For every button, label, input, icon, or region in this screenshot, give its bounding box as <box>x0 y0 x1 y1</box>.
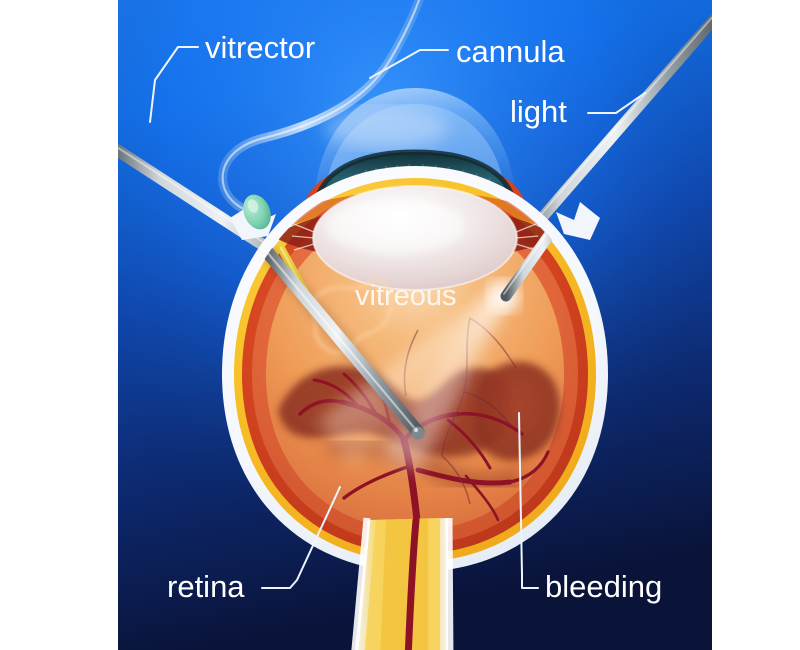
label-retina: retina <box>167 569 245 604</box>
label-vitreous: vitreous <box>355 280 457 312</box>
leader-light <box>587 92 646 114</box>
eye-diagram-artboard: vitrector cannula light vitreous retina … <box>118 0 712 650</box>
leader-bleeding <box>518 412 539 589</box>
label-bleeding: bleeding <box>545 569 662 604</box>
vitrectomy-illustration: vitrector cannula light vitreous retina … <box>118 0 712 650</box>
leader-retina <box>261 486 341 589</box>
optic-nerve <box>351 516 454 650</box>
labels: vitrector cannula light vitreous retina … <box>167 30 662 604</box>
cannula-tube <box>218 0 424 218</box>
light-probe-shaft-outer <box>508 13 712 256</box>
leader-cannula <box>369 49 449 79</box>
label-light: light <box>510 94 567 129</box>
cannula-port <box>243 194 271 230</box>
label-vitrector: vitrector <box>205 30 315 65</box>
leader-lines <box>149 46 646 589</box>
vitrector-probe <box>257 241 429 442</box>
leader-vitrector <box>149 46 199 123</box>
lens <box>291 185 539 291</box>
label-cannula: cannula <box>456 34 565 69</box>
vitreous-strand <box>311 277 394 355</box>
